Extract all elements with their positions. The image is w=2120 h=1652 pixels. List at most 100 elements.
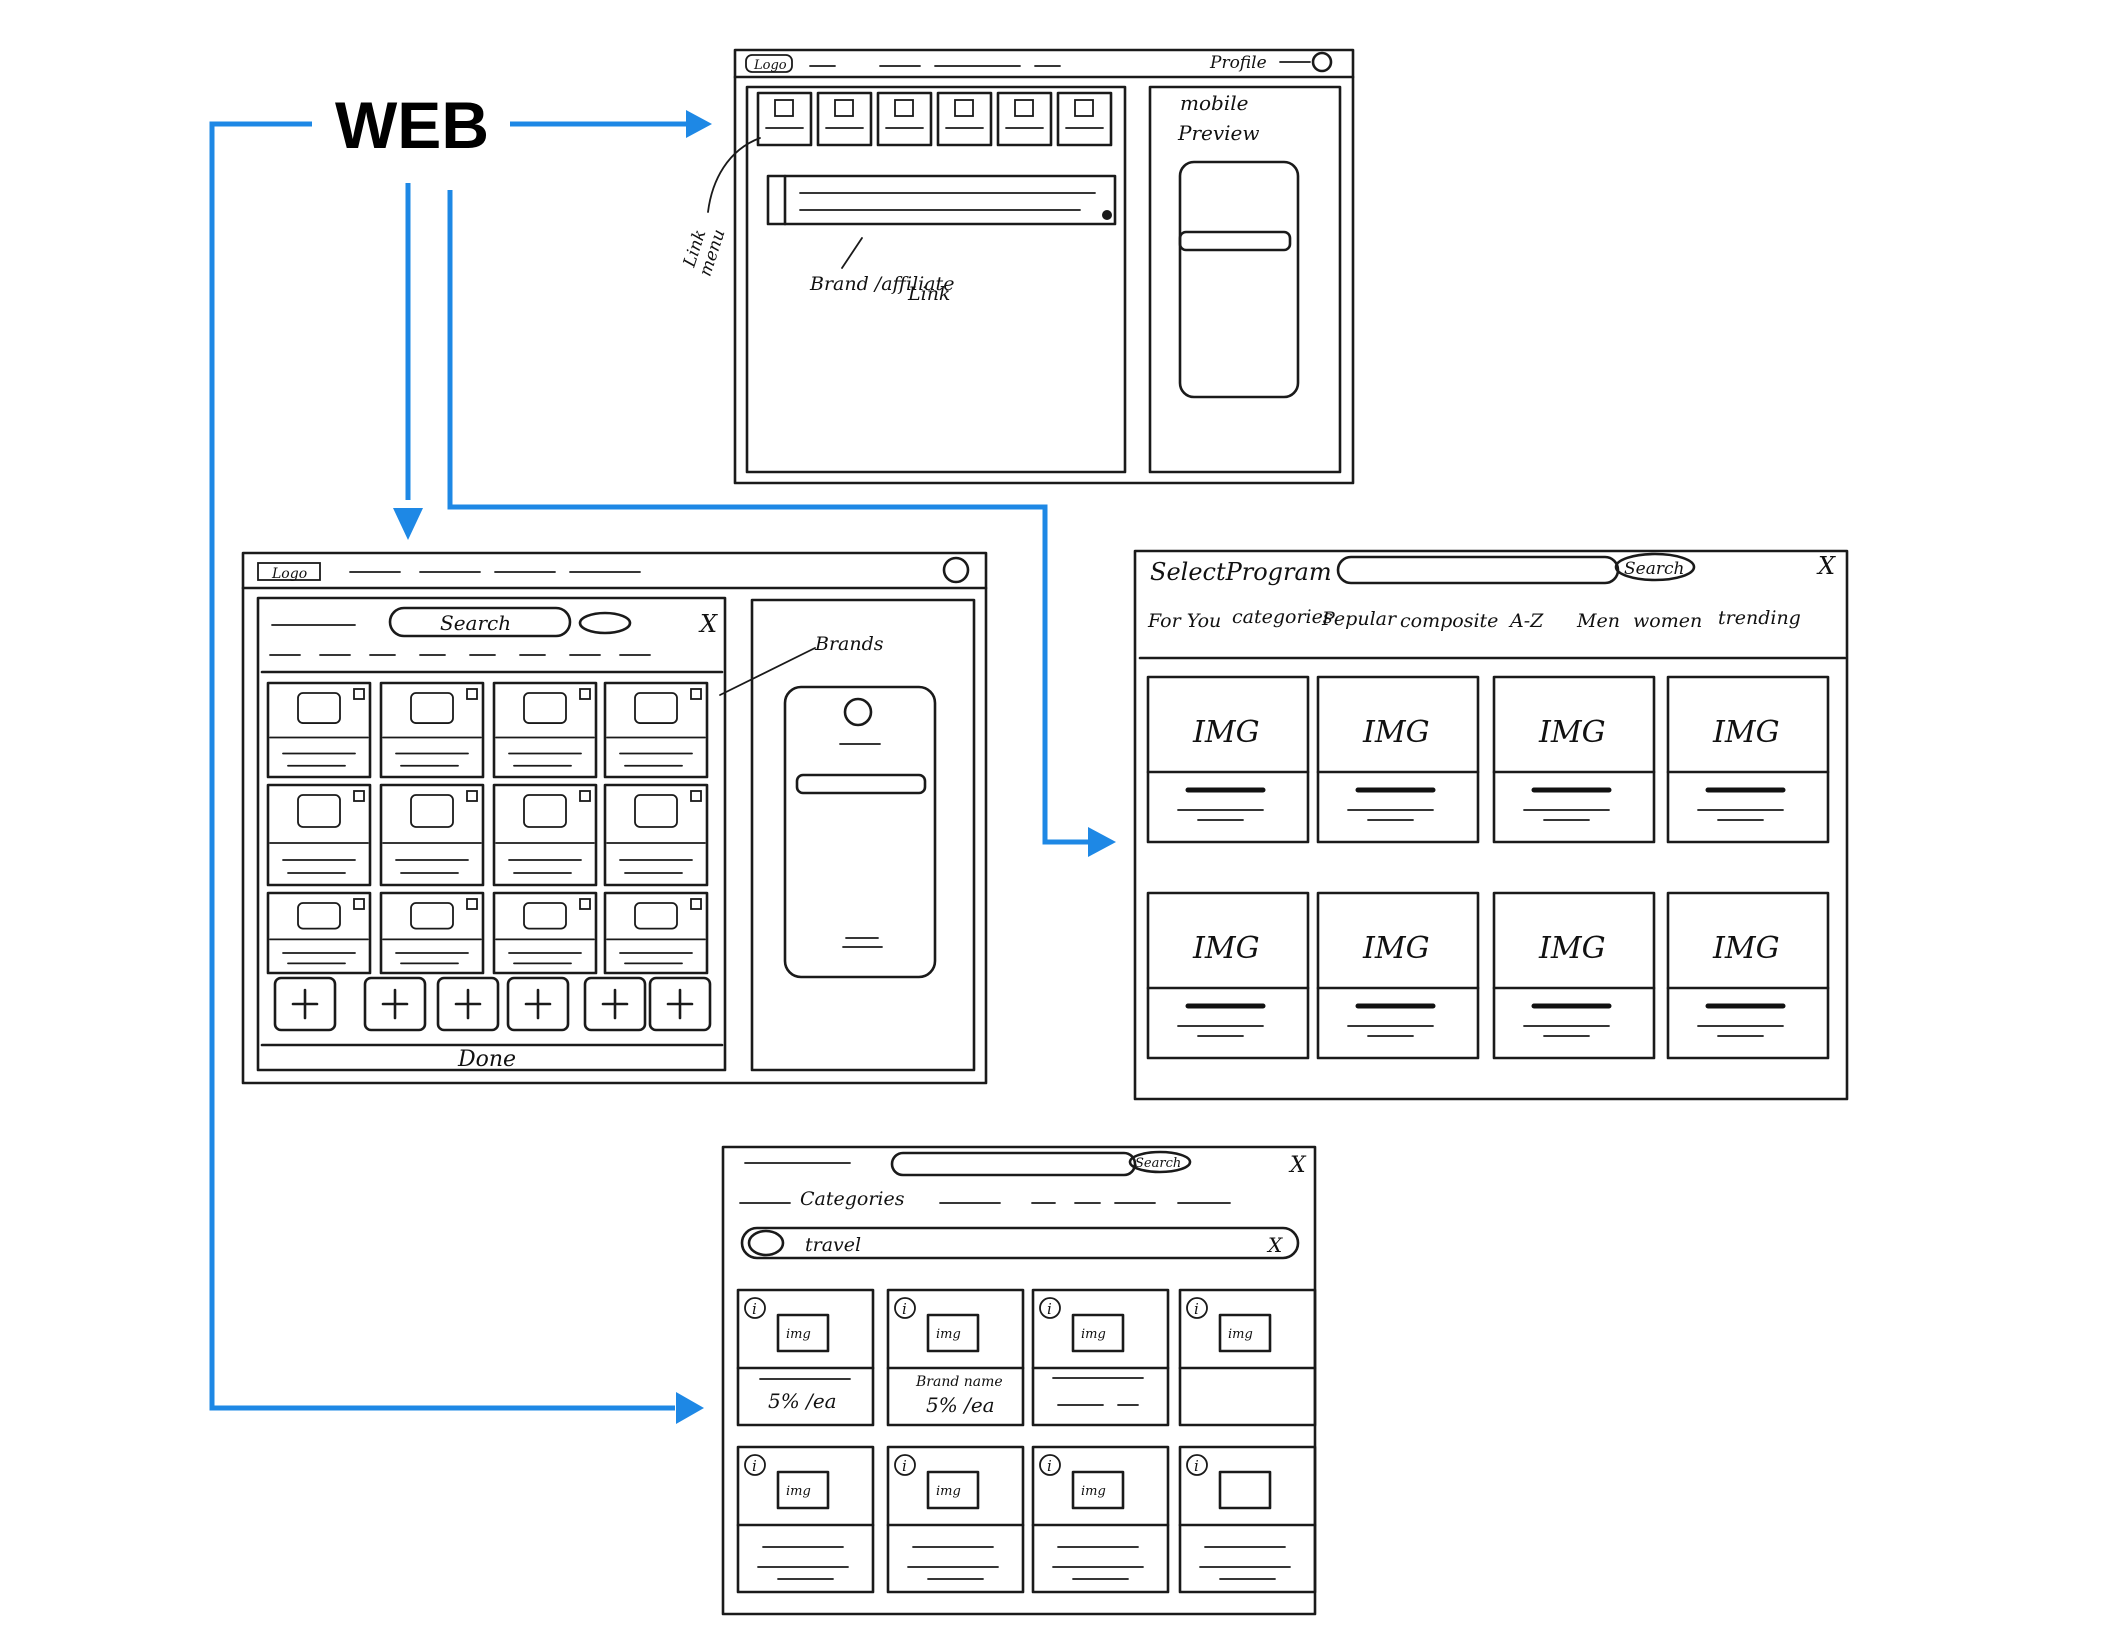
program-card[interactable] xyxy=(1492,891,1656,1060)
brand-card[interactable] xyxy=(492,783,598,887)
program-card[interactable] xyxy=(1146,675,1310,844)
info-icon[interactable] xyxy=(744,1297,766,1319)
brand-card-checkbox[interactable] xyxy=(466,688,478,700)
sketch3-search-input[interactable] xyxy=(1336,555,1620,585)
arrow-to-sketch4 xyxy=(209,121,675,1411)
category-card[interactable] xyxy=(736,1288,875,1427)
sketch4-close-icon[interactable]: X xyxy=(1288,1153,1307,1178)
program-tab[interactable]: A-Z xyxy=(1508,610,1544,632)
brand-card[interactable] xyxy=(492,891,598,975)
program-tab[interactable]: composite xyxy=(1400,610,1498,632)
program-tab[interactable]: Pepular xyxy=(1321,608,1398,630)
program-tab[interactable]: For You xyxy=(1147,610,1221,632)
link-tile-icon xyxy=(774,99,794,117)
sketch2-preview-panel xyxy=(750,598,976,1072)
program-card[interactable] xyxy=(1492,675,1656,844)
sketch4-categories-label: Categories xyxy=(800,1188,905,1210)
category-card-price: 5% /ea xyxy=(926,1393,995,1417)
brand-card-checkbox[interactable] xyxy=(579,790,591,802)
program-card[interactable] xyxy=(1316,891,1480,1060)
brand-card[interactable] xyxy=(379,783,485,887)
sketch4-search-button[interactable] xyxy=(1128,1150,1192,1174)
sketch4-search-input[interactable] xyxy=(890,1151,1137,1177)
brand-card[interactable] xyxy=(266,891,372,975)
add-brand-button[interactable] xyxy=(648,976,712,1032)
brand-card-checkbox[interactable] xyxy=(579,688,591,700)
sketch2-done-button[interactable]: Done xyxy=(457,1047,516,1072)
sketch1-phone-link xyxy=(1178,230,1292,252)
brand-card-checkbox[interactable] xyxy=(466,898,478,910)
brand-card-checkbox[interactable] xyxy=(579,898,591,910)
program-card[interactable] xyxy=(1666,675,1830,844)
program-card[interactable] xyxy=(1316,675,1480,844)
sketch4-search-label: Search xyxy=(1135,1156,1181,1171)
brand-card[interactable] xyxy=(379,681,485,779)
program-card-image: IMG xyxy=(1362,931,1430,966)
category-card[interactable] xyxy=(1178,1288,1317,1427)
program-card-image: IMG xyxy=(1538,715,1606,750)
category-card[interactable] xyxy=(1031,1288,1170,1427)
category-card[interactable] xyxy=(1178,1445,1317,1594)
info-icon-label: i xyxy=(1194,1300,1199,1318)
program-card[interactable] xyxy=(1666,891,1830,1060)
sketch4-filter-chip-icon xyxy=(747,1229,785,1257)
info-icon[interactable] xyxy=(744,1454,766,1476)
info-icon-label: i xyxy=(752,1300,757,1318)
sketch3-search-button[interactable] xyxy=(1614,552,1696,582)
brand-card[interactable] xyxy=(492,681,598,779)
category-card[interactable] xyxy=(1031,1445,1170,1594)
brand-card[interactable] xyxy=(603,783,709,887)
brand-card-checkbox[interactable] xyxy=(353,898,365,910)
sketch2-filter-toggle[interactable] xyxy=(578,611,632,635)
brand-card-checkbox[interactable] xyxy=(690,898,702,910)
info-icon[interactable] xyxy=(894,1454,916,1476)
info-icon[interactable] xyxy=(1039,1297,1061,1319)
brand-card[interactable] xyxy=(379,891,485,975)
sketch2-close-icon[interactable]: X xyxy=(698,610,718,638)
add-brand-button[interactable] xyxy=(583,976,647,1032)
brand-card-checkbox[interactable] xyxy=(353,790,365,802)
brand-card-checkbox[interactable] xyxy=(690,688,702,700)
program-tab[interactable]: categories xyxy=(1232,606,1333,628)
sketch2-avatar-icon xyxy=(942,556,970,584)
category-card-image xyxy=(1071,1313,1125,1353)
category-card[interactable] xyxy=(886,1288,1025,1427)
info-icon[interactable] xyxy=(894,1297,916,1319)
info-icon[interactable] xyxy=(1186,1454,1208,1476)
sketch1-phone-frame xyxy=(1178,160,1300,399)
brand-card[interactable] xyxy=(603,891,709,975)
program-tab[interactable]: trending xyxy=(1718,607,1801,629)
program-tab[interactable]: women xyxy=(1633,610,1702,632)
add-brand-button[interactable] xyxy=(506,976,570,1032)
sketch2-search-input[interactable] xyxy=(388,606,572,638)
link-tile xyxy=(876,91,933,147)
add-brand-button[interactable] xyxy=(436,976,500,1032)
sketch1-profile-label: Profile xyxy=(1209,53,1267,73)
brand-card[interactable] xyxy=(266,783,372,887)
brand-card-checkbox[interactable] xyxy=(690,790,702,802)
info-icon[interactable] xyxy=(1039,1454,1061,1476)
info-icon[interactable] xyxy=(1186,1297,1208,1319)
program-tab[interactable]: Men xyxy=(1576,610,1620,632)
sketch-brand-picker-page: Logo Search X Done Brands xyxy=(241,551,988,1085)
add-brand-button[interactable] xyxy=(363,976,427,1032)
info-icon-label: i xyxy=(1047,1300,1052,1318)
category-card-image xyxy=(776,1470,830,1510)
link-tile xyxy=(1056,91,1113,147)
sketch4-filter-clear-icon[interactable]: X xyxy=(1266,1233,1283,1257)
category-card-image-label: img xyxy=(1081,1327,1106,1342)
program-card[interactable] xyxy=(1146,891,1310,1060)
add-brand-button[interactable] xyxy=(273,976,337,1032)
arrowhead-sketch1 xyxy=(686,110,712,138)
brand-card[interactable] xyxy=(266,681,372,779)
brand-card-checkbox[interactable] xyxy=(466,790,478,802)
sketch2-phone-link xyxy=(795,773,927,795)
sketch3-close-icon[interactable]: X xyxy=(1816,552,1836,580)
category-card[interactable] xyxy=(736,1445,875,1594)
brand-card-checkbox[interactable] xyxy=(353,688,365,700)
brand-card[interactable] xyxy=(603,681,709,779)
sketch4-filter-chip[interactable] xyxy=(740,1226,1300,1260)
category-card[interactable] xyxy=(886,1445,1025,1594)
